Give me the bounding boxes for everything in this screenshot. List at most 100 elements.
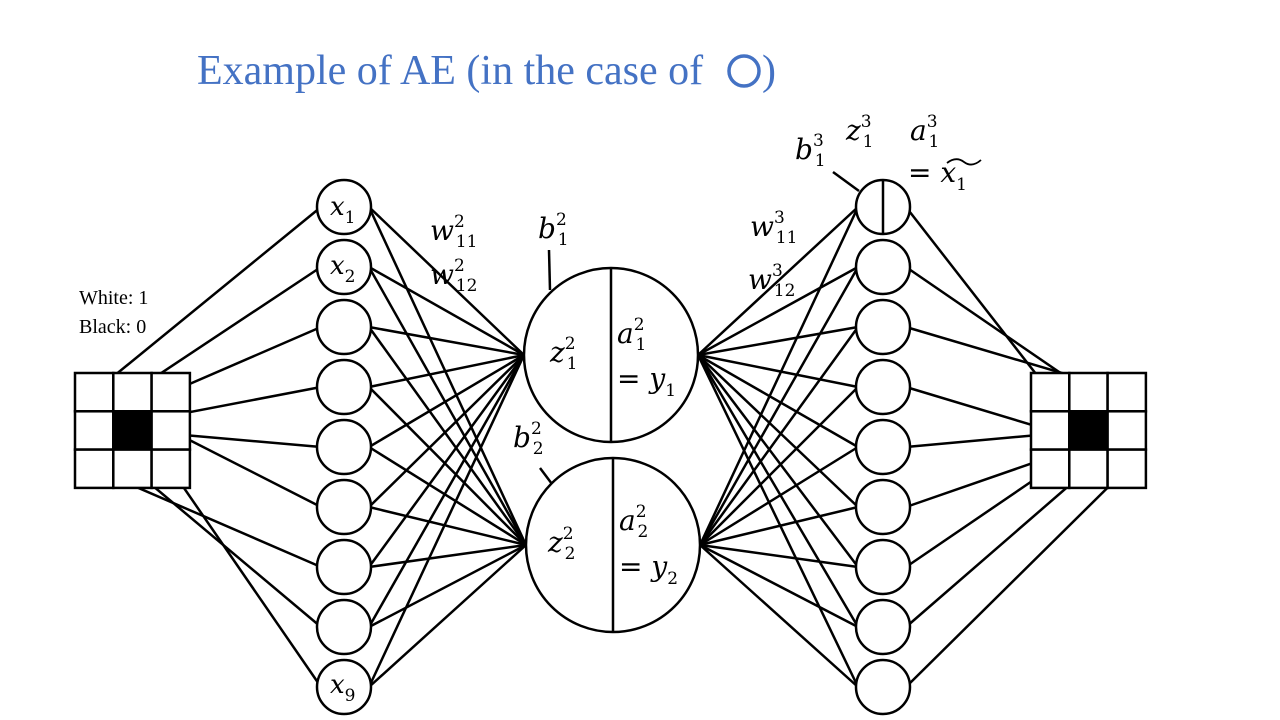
- output-to-grid-edge: [905, 385, 1051, 432]
- hidden-to-output-edge: [699, 445, 859, 547]
- input-to-hidden-edge: [368, 543, 527, 569]
- input-to-hidden-edge: [367, 354, 526, 628]
- pixel-cell-white: [112, 371, 153, 413]
- grid-to-input-edge: [169, 468, 323, 688]
- hidden-y1: = y1: [617, 362, 676, 401]
- hidden-to-output-edge: [697, 206, 859, 356]
- bias-leader-b2-2: [539, 467, 553, 485]
- pixel-grids: [73, 371, 1148, 490]
- pixel-cell-white: [73, 371, 115, 413]
- output-node: [854, 658, 912, 716]
- input-to-hidden-edge: [367, 266, 528, 546]
- pixel-cell-white: [1029, 410, 1071, 451]
- input-node: [315, 298, 373, 356]
- input-to-hidden-edge: [368, 505, 527, 547]
- output-to-grid-edge: [905, 467, 1090, 628]
- hidden-to-output-edge: [697, 353, 859, 389]
- input-to-hidden-edge: [368, 543, 527, 629]
- input-node: [315, 418, 373, 476]
- slide-title: Example of AE (in the case of: [197, 48, 703, 94]
- grid-to-input-edge: [131, 265, 322, 394]
- pixel-cell-white: [150, 448, 192, 490]
- input-node: [315, 478, 373, 536]
- hidden-to-output-edge: [698, 326, 860, 546]
- slide-title-text: Example of AE (in the case of: [197, 48, 703, 94]
- legend-white: White: 1: [79, 287, 148, 309]
- input-to-hidden-edge: [368, 544, 527, 688]
- output-node: [854, 298, 912, 356]
- input-to-hidden-edge: [367, 206, 528, 546]
- output-to-grid-edge: [905, 467, 1128, 688]
- hidden-to-output-edge: [696, 354, 860, 688]
- input-to-hidden-edge: [367, 354, 526, 688]
- slide-title-close: ): [762, 48, 776, 94]
- pixel-cell-white: [150, 371, 192, 413]
- hidden-to-output-edge: [699, 543, 859, 569]
- pixel-cell-white: [1068, 371, 1109, 413]
- hidden-to-output-edge: [697, 354, 859, 568]
- input-to-hidden-edge: [368, 353, 525, 389]
- output-node: [854, 238, 912, 296]
- input-to-hidden-edge: [368, 206, 525, 356]
- pixel-cell-black: [112, 410, 153, 451]
- input-pixel-grid: [73, 371, 192, 490]
- hidden-to-output-edge: [698, 206, 860, 546]
- hidden-to-output-edge: [697, 265, 859, 357]
- network-nodes: [315, 178, 912, 716]
- input-label-x1: x1: [330, 192, 356, 228]
- hidden-to-output-edge: [696, 354, 860, 628]
- pixel-cell-white: [150, 410, 192, 451]
- hidden-to-output-edge: [697, 354, 859, 508]
- input-to-hidden-edge: [368, 325, 525, 357]
- input-to-hidden-edge: [368, 386, 527, 546]
- hidden-to-output-edge: [699, 543, 859, 629]
- input-to-hidden-edge: [368, 353, 525, 449]
- input-label-x9: x9: [330, 670, 356, 706]
- input-to-hidden-edge: [368, 354, 525, 508]
- pixel-cell-white: [1029, 371, 1071, 413]
- hidden-y2: = y2: [619, 550, 678, 589]
- output-node: [854, 598, 912, 656]
- circle-symbol-icon: [727, 54, 761, 88]
- pixel-cell-white: [1068, 448, 1109, 490]
- output-reconstruction: = x1: [908, 156, 967, 195]
- output-node: [854, 478, 912, 536]
- output-node: [854, 538, 912, 596]
- connection-lines: [93, 206, 1128, 688]
- input-to-hidden-edge: [367, 326, 528, 546]
- input-node: [315, 358, 373, 416]
- hidden-to-output-edge: [698, 266, 860, 546]
- pixel-cell-white: [1029, 448, 1071, 490]
- hidden-to-output-edge: [699, 386, 859, 546]
- grid-to-input-edge: [93, 206, 322, 394]
- pixel-cell-white: [73, 448, 115, 490]
- pixel-cell-white: [1106, 448, 1148, 490]
- pixel-cell-black: [1068, 410, 1109, 451]
- output-node: [854, 358, 912, 416]
- grid-to-input-edge: [170, 325, 322, 394]
- hidden-to-output-edge: [699, 544, 859, 688]
- pixel-cell-white: [112, 448, 153, 490]
- output-pixel-grid: [1029, 371, 1148, 490]
- tilde-mark: [946, 158, 982, 166]
- bias-leader-b1-3: [832, 170, 860, 193]
